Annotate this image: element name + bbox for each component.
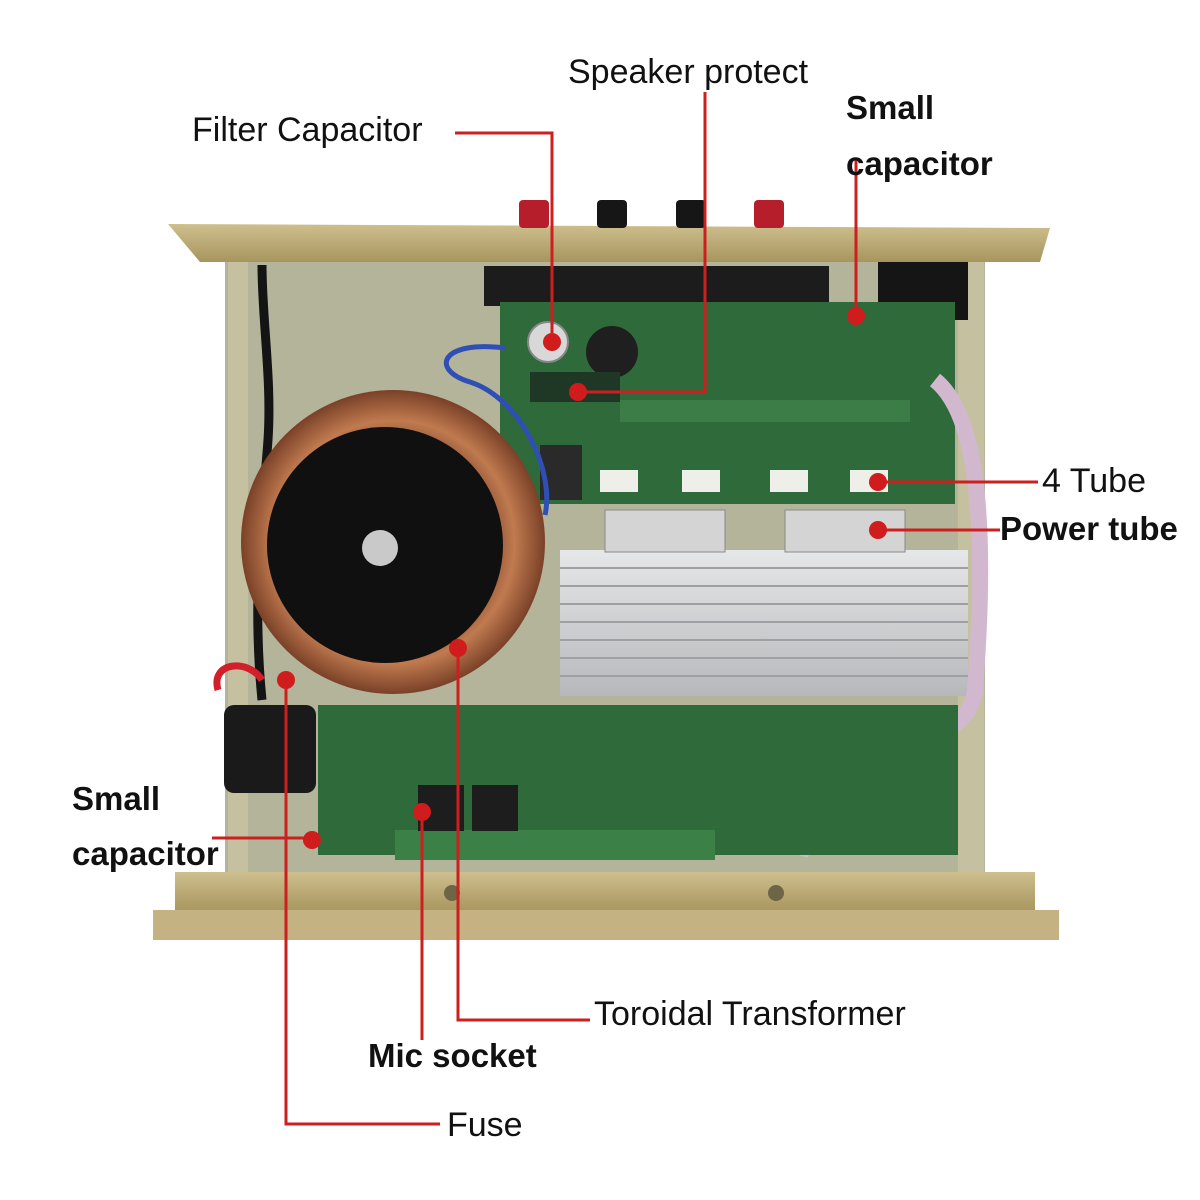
leader-fuse — [284, 680, 440, 1126]
heatsink — [560, 509, 968, 696]
label-mic-socket: Mic socket — [368, 1037, 537, 1074]
rear-panel — [168, 224, 1050, 262]
power-cable — [253, 264, 274, 701]
marker-4-tube — [869, 473, 887, 491]
markers — [277, 307, 887, 849]
leader-toroidal-transformer — [456, 648, 590, 1022]
front-panel — [153, 872, 1059, 940]
marker-speaker-protect — [569, 383, 587, 401]
label-fuse: Fuse — [447, 1106, 523, 1144]
marker-small-capacitor-top — [847, 307, 865, 325]
label-power-tube: Power tube — [1000, 510, 1178, 547]
label-small-capacitor-top: Small capacitor — [846, 89, 993, 183]
label-toroidal-transformer: Toroidal Transformer — [594, 995, 906, 1033]
power-amp-pcb — [500, 302, 955, 504]
leader-filter-capacitor — [455, 131, 554, 342]
toroidal-transformer — [241, 390, 545, 694]
leader-speaker-protect — [578, 92, 707, 394]
fuse-holder — [213, 662, 316, 793]
label-filter-capacitor: Filter Capacitor — [192, 111, 423, 149]
leader-lines — [212, 92, 1038, 1126]
label-speaker-protect: Speaker protect — [568, 53, 809, 91]
marker-fuse — [277, 671, 295, 689]
preamp-pcb — [318, 705, 958, 860]
marker-power-tube — [869, 521, 887, 539]
marker-filter-capacitor — [543, 333, 561, 351]
label-4-tube: 4 Tube — [1042, 462, 1146, 500]
marker-toroidal-transformer — [449, 639, 467, 657]
marker-mic-socket — [413, 803, 431, 821]
marker-small-capacitor-left — [303, 831, 321, 849]
blue-wires — [443, 344, 550, 516]
label-small-capacitor-left: Small capacitor — [72, 780, 219, 873]
